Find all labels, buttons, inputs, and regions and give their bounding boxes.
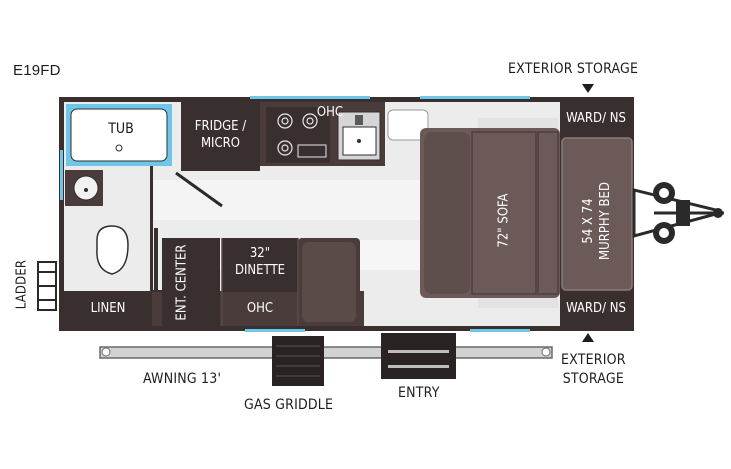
exterior-storage-top-label: EXTERIOR STORAGE (508, 61, 639, 77)
toilet (96, 225, 129, 275)
ohc-bottom-label: OHC (246, 301, 274, 316)
awning-rail (99, 346, 553, 359)
tub-label: TUB (108, 121, 134, 137)
murphy-bed-label: 54 X 74 MURPHY BED (581, 182, 613, 260)
arrow-down-icon (582, 84, 594, 93)
sofa-label: 72" SOFA (496, 193, 512, 248)
murphy-bed (561, 137, 633, 291)
linen-label: LINEN (90, 301, 126, 316)
sofa-cushion-right (537, 131, 559, 295)
exterior-storage-bottom-label: EXTERIOR STORAGE (561, 352, 626, 387)
gas-griddle (272, 336, 324, 386)
model-name: E19FD (13, 62, 61, 79)
dinette-seat-cushion (302, 242, 356, 322)
shower-bar (154, 228, 158, 294)
counter-extension (387, 109, 429, 141)
burner-icon (277, 113, 318, 156)
ward-bottom-label: WARD/ NS (566, 301, 626, 316)
bathroom-wall (150, 166, 153, 292)
ohc-top-label: OHC (316, 105, 344, 120)
wardrobe-top (560, 102, 632, 136)
dinette-table (222, 238, 298, 292)
entry-label: ENTRY (398, 385, 440, 401)
sofa-backrest (478, 118, 558, 128)
hitch-icon (632, 182, 724, 244)
ward-top-label: WARD/ NS (566, 111, 626, 126)
window-accent (470, 329, 530, 332)
window-accent (250, 96, 370, 99)
arrow-up-icon (582, 333, 594, 342)
window-accent (60, 150, 63, 200)
dinette-label: 32" DINETTE (234, 246, 286, 278)
ladder-icon (37, 261, 57, 311)
wardrobe-bottom (560, 292, 632, 326)
ent-center (162, 238, 202, 326)
fridge (181, 102, 260, 171)
fridge-label: FRIDGE / MICRO (194, 119, 247, 151)
window-accent (245, 329, 305, 332)
stove-controls (297, 144, 327, 158)
ent-center-label: ENT. CENTER (174, 244, 190, 321)
sofa-cushion-left (424, 132, 470, 294)
ladder-label: LADDER (14, 259, 30, 310)
sofa-cushion-mid (471, 131, 537, 295)
entry-steps (381, 333, 456, 379)
bath-door (175, 171, 223, 208)
tub-drain (115, 144, 123, 152)
gas-griddle-label: GAS GRIDDLE (244, 397, 334, 413)
window-accent (420, 96, 530, 99)
awning-label: AWNING 13' (143, 371, 222, 387)
tub-basin (70, 108, 168, 162)
linen-cabinet (64, 291, 152, 326)
sofa-backrest (478, 298, 558, 308)
